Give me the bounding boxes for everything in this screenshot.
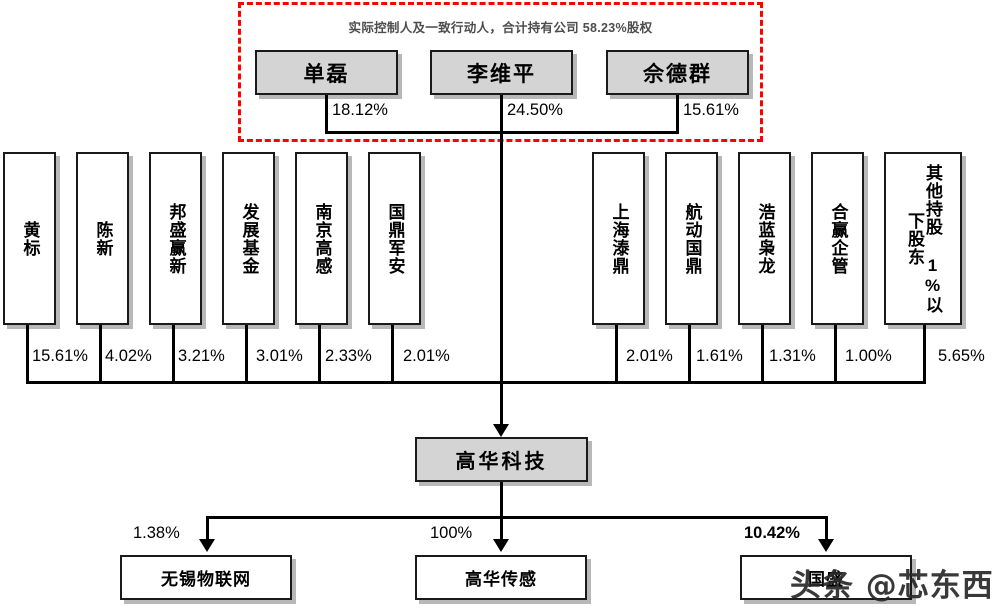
shareholder-pct-right-1: 1.61% — [696, 347, 743, 365]
company-inflow-arrow — [493, 424, 509, 437]
shareholder-box-right-0[interactable]: 上海溙鼎 — [592, 152, 645, 325]
shareholder-pct-left-2: 3.21% — [178, 347, 225, 365]
subsidiary-arrow-2 — [818, 539, 834, 552]
subsidiary-box-2[interactable]: 国盛 — [740, 555, 912, 600]
subsidiary-connector-2 — [825, 516, 828, 541]
shareholder-pct-left-4: 2.33% — [325, 347, 372, 365]
shareholder-label-left-0: 黄标 — [20, 220, 40, 257]
person-label-2: 佘德群 — [643, 62, 712, 86]
subsidiary-box-1[interactable]: 高华传感 — [415, 555, 587, 600]
shareholder-pct-left-5: 2.01% — [403, 347, 450, 365]
shareholder-box-left-4[interactable]: 南京高感 — [295, 152, 348, 325]
shareholder-connector-right-3 — [834, 325, 837, 383]
subsidiary-arrow-1 — [493, 539, 509, 552]
person-connector-2 — [676, 95, 679, 134]
shareholder-box-right-3[interactable]: 合赢企管 — [811, 152, 864, 325]
subsidiary-pct-2: 10.42% — [744, 524, 800, 542]
shareholder-connector-left-5 — [391, 325, 394, 383]
person-connector-1 — [500, 95, 503, 134]
shareholder-connector-left-4 — [318, 325, 321, 383]
company-inflow-line — [500, 381, 503, 426]
company-box[interactable]: 高华科技 — [415, 437, 588, 482]
subsidiary-label-2: 国盛 — [808, 570, 844, 589]
control-group-note: 实际控制人及一致行动人，合计持有公司 58.23%股权 — [348, 21, 653, 35]
shareholder-connector-left-1 — [99, 325, 102, 383]
person-box-2[interactable]: 佘德群 — [606, 50, 749, 95]
subsidiary-pct-0: 1.38% — [133, 524, 180, 542]
subsidiary-box-0[interactable]: 无锡物联网 — [120, 555, 292, 600]
shareholder-box-left-3[interactable]: 发展基金 — [222, 152, 275, 325]
person-pct-2: 15.61% — [683, 101, 739, 119]
shareholder-box-left-0[interactable]: 黄标 — [3, 152, 56, 325]
person-box-0[interactable]: 单磊 — [255, 50, 398, 95]
subsidiary-connector-1 — [500, 516, 503, 541]
shareholder-box-right-1[interactable]: 航动国鼎 — [665, 152, 718, 325]
subsidiary-label-0: 无锡物联网 — [161, 570, 251, 589]
watermark: 头条 @芯东西 — [790, 568, 994, 604]
shareholder-connector-left-0 — [26, 325, 29, 383]
shareholder-box-right-4[interactable]: 其他持股 1%以下股东 — [884, 152, 962, 325]
shareholder-pct-right-3: 1.00% — [845, 347, 892, 365]
shareholder-label-left-2: 邦盛赢新 — [166, 202, 186, 275]
shareholder-box-left-5[interactable]: 国鼎军安 — [368, 152, 421, 325]
shareholder-pct-right-2: 1.31% — [769, 347, 816, 365]
person-label-0: 单磊 — [303, 62, 350, 86]
person-box-1[interactable]: 李维平 — [430, 50, 573, 95]
control-group-trunk — [500, 131, 503, 384]
subsidiary-arrow-0 — [199, 539, 215, 552]
shareholder-connector-right-2 — [761, 325, 764, 383]
person-pct-1: 24.50% — [507, 101, 563, 119]
person-label-1: 李维平 — [467, 62, 536, 86]
shareholder-pct-right-4: 5.65% — [938, 347, 985, 365]
shareholder-box-right-2[interactable]: 浩蓝枭龙 — [738, 152, 791, 325]
subsidiary-trunk — [500, 482, 503, 518]
shareholder-label-right-3: 合赢企管 — [828, 202, 848, 275]
shareholder-label-left-4: 南京高感 — [312, 202, 332, 275]
company-label: 高华科技 — [455, 451, 548, 473]
shareholder-connector-right-4 — [923, 325, 926, 383]
subsidiary-bus-line — [206, 516, 827, 519]
subsidiary-connector-0 — [206, 516, 209, 541]
shareholder-label-left-1: 陈新 — [93, 220, 113, 257]
shareholder-bus-line — [26, 381, 926, 384]
shareholder-box-left-2[interactable]: 邦盛赢新 — [149, 152, 202, 325]
shareholder-label-left-5: 国鼎军安 — [385, 202, 405, 275]
subsidiary-label-1: 高华传感 — [465, 570, 537, 589]
subsidiary-pct-1: 100% — [430, 524, 473, 542]
shareholder-label-right-1: 航动国鼎 — [682, 202, 702, 275]
shareholder-connector-left-3 — [245, 325, 248, 383]
person-connector-0 — [325, 95, 328, 134]
shareholder-connector-right-0 — [615, 325, 618, 383]
shareholder-pct-left-1: 4.02% — [105, 347, 152, 365]
shareholder-connector-right-1 — [688, 325, 691, 383]
person-pct-0: 18.12% — [332, 101, 388, 119]
shareholder-pct-left-3: 3.01% — [256, 347, 303, 365]
shareholder-label-left-3: 发展基金 — [239, 202, 259, 275]
shareholder-box-left-1[interactable]: 陈新 — [76, 152, 129, 325]
shareholder-connector-left-2 — [172, 325, 175, 383]
shareholder-label-right-0: 上海溙鼎 — [609, 202, 629, 275]
shareholder-label-right-4: 其他持股 1%以下股东 — [905, 163, 943, 314]
shareholder-pct-right-0: 2.01% — [626, 347, 673, 365]
shareholder-pct-left-0: 15.61% — [32, 347, 88, 365]
shareholder-label-right-2: 浩蓝枭龙 — [755, 202, 775, 275]
